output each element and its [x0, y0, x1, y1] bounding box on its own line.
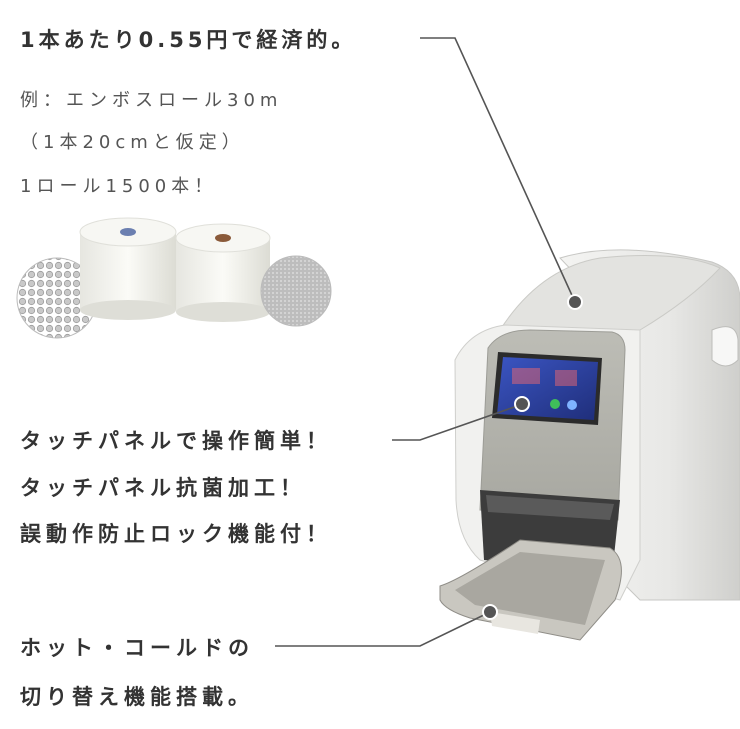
touch-panel-line-3: 誤動作防止ロック機能付！	[20, 522, 332, 546]
leader-line-panel	[392, 404, 521, 441]
example-line-3: 1ロール1500本！	[20, 176, 218, 197]
towel-warmer-machine	[439, 249, 740, 641]
leader-line-tray	[275, 611, 491, 647]
paper-roll-2	[175, 223, 271, 322]
hot-cold-line-1: ホット・コールドの	[20, 636, 254, 660]
example-line-2: （1本20cmと仮定）	[20, 132, 245, 153]
leader-lines	[275, 37, 576, 647]
leader-dot-lid	[567, 294, 583, 310]
paper-roll-1	[79, 217, 177, 320]
leader-dot-tray	[482, 604, 498, 620]
emboss-texture-right	[260, 255, 332, 327]
touch-panel-line-2: タッチパネル抗菌加工！	[20, 476, 306, 500]
leader-line-lid	[420, 37, 576, 303]
leader-dots	[482, 294, 583, 620]
touch-panel-line-1: タッチパネルで操作簡単！	[20, 429, 332, 453]
hot-cold-line-2: 切り替え機能搭載。	[20, 685, 254, 709]
example-line-1: 例：エンボスロール30m	[20, 90, 283, 111]
leader-dot-panel	[514, 396, 530, 412]
headline: 1本あたり0.55円で経済的。	[20, 28, 357, 52]
